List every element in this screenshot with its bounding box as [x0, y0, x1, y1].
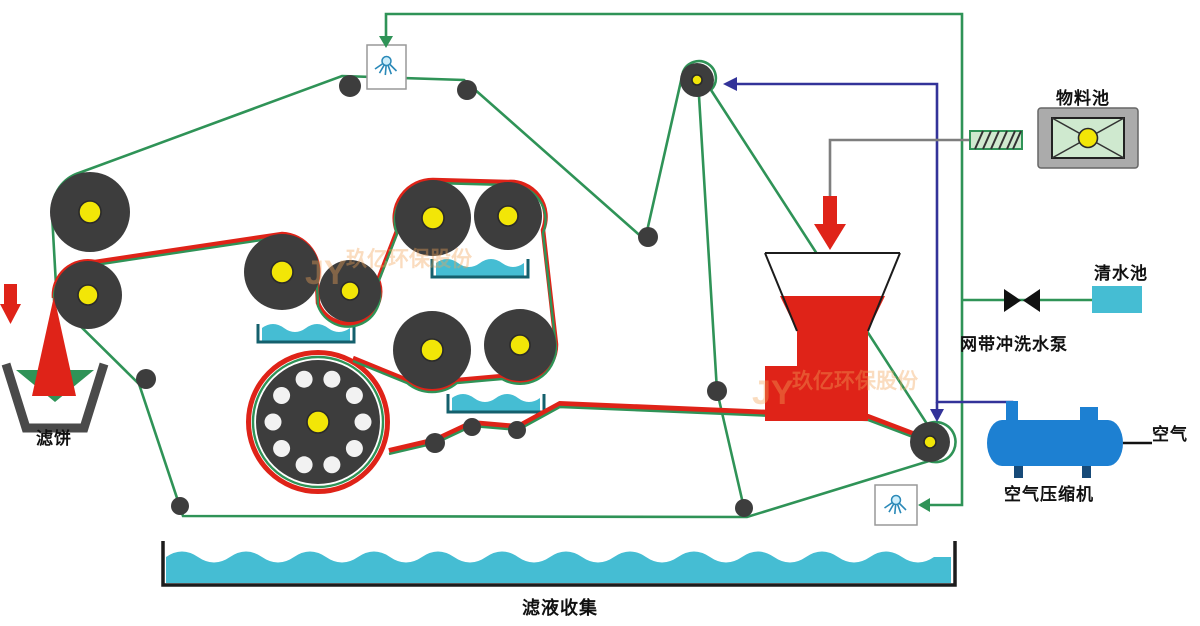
tray-pan [446, 394, 546, 414]
arrow-down-icon [930, 409, 944, 422]
feed-arrow-icon [814, 196, 846, 250]
water-trays [256, 259, 546, 414]
compressor-leg [1014, 464, 1023, 478]
spray-boxes [366, 44, 918, 526]
hopper-slurry [780, 296, 885, 331]
watermark: JY 玖亿环保股份 JY 玖亿环保股份 [305, 247, 919, 412]
tray-water [436, 259, 524, 276]
guide-roller [339, 75, 361, 97]
cake-bin [1, 362, 109, 433]
falling-cake [32, 296, 76, 396]
guide-roller [707, 381, 727, 401]
label-filter-cake: 滤饼 [36, 429, 72, 448]
material-pool-unit [969, 107, 1139, 169]
filtrate-trough [161, 541, 957, 587]
guide-roller [638, 227, 658, 247]
drum-wrap-green [251, 355, 385, 489]
compressor-fitting [1080, 407, 1098, 421]
tray-pan [430, 259, 530, 279]
svg-text:JY: JY [305, 254, 347, 292]
guide-roller [425, 433, 445, 453]
trough-walls [161, 541, 957, 587]
tray-water [262, 324, 350, 341]
perforated-drum [256, 360, 380, 484]
compressor-leg [1082, 464, 1091, 478]
pump-impeller-icon [1077, 127, 1099, 149]
svg-text:玖亿环保股份: 玖亿环保股份 [346, 247, 473, 271]
compressor-fitting [1006, 401, 1018, 421]
arrow-down-icon [379, 36, 393, 48]
guide-roller [735, 499, 753, 517]
label-filtrate-collection: 滤液收集 [522, 598, 598, 618]
label-belt-wash-pump: 网带冲洗水泵 [960, 335, 1068, 354]
tray-water [452, 394, 540, 411]
guide-roller [508, 421, 526, 439]
slurry-feed-line [814, 138, 970, 250]
svg-text:JY: JY [752, 374, 794, 412]
trough-water [166, 551, 951, 583]
wash-water-pipe [379, 12, 1092, 512]
valve-icon [1004, 289, 1040, 312]
label-clean-water-pool: 清水池 [1094, 264, 1148, 283]
tray-pan [256, 324, 356, 344]
feed-hopper [764, 252, 901, 421]
svg-text:玖亿环保股份: 玖亿环保股份 [792, 369, 919, 393]
air-compressor [987, 401, 1152, 478]
label-air-compressor: 空气压缩机 [1004, 485, 1094, 504]
guide-roller [457, 80, 477, 100]
drum-wrap-red [246, 350, 390, 494]
guide-roller [463, 418, 481, 436]
compressor-tank [1002, 420, 1108, 466]
guide-roller [171, 497, 189, 515]
clean-water-tank [1092, 286, 1142, 313]
label-material-pool: 物料池 [1056, 89, 1110, 108]
cake-drop-arrow-icon [0, 284, 21, 324]
cake-discharge [0, 284, 109, 433]
guide-roller [136, 369, 156, 389]
arrow-left-icon [723, 77, 737, 91]
rollers [50, 63, 950, 517]
slurry-column [765, 331, 868, 421]
arrow-left-icon [918, 498, 930, 512]
label-air: 空气 [1152, 425, 1188, 444]
